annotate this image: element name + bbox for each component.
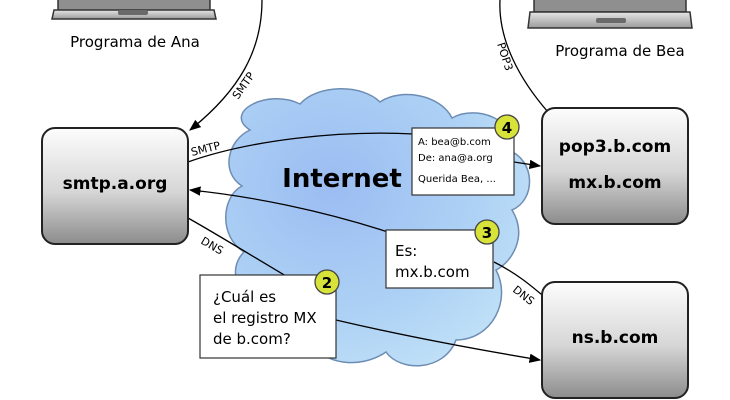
mx-server-name: mx.b.com [568,173,661,193]
step-4-badge: 4 [494,114,520,140]
dns-answer-line1: Es: [395,242,417,260]
email-body: Querida Bea, ... [418,174,496,185]
step-4-number: 4 [502,119,512,137]
bea-laptop-icon [527,0,693,29]
email-from: De: ana@a.org [418,153,493,164]
mail-to-mx-arrow [513,159,542,170]
ns-server-box: ns.b.com [541,281,689,399]
dns-query-note: ¿Cuál es el registro MX de b.com? [199,274,337,359]
dns-query-line2: el registro MX [213,309,317,327]
step-2-badge: 2 [314,269,340,295]
bea-client-label: Programa de Bea [555,42,684,60]
pop3-server-name: pop3.b.com [559,137,671,157]
smtp-client-arrow [189,0,263,131]
ana-client-label: Programa de Ana [70,33,200,51]
internet-label: Internet [282,164,402,194]
email-to: A: bea@b.com [418,137,491,148]
dns-answer-arrow [188,186,389,233]
dns-answer-line2: mx.b.com [395,263,470,281]
smtp-server-box: smtp.a.org [41,127,189,245]
dns-answer-note: Es: mx.b.com [385,229,494,289]
dns-query-arrow [335,319,542,363]
smtp-server-line [187,132,415,163]
pop3-mx-server-box: pop3.b.com mx.b.com [541,107,689,225]
pop3-line [499,0,549,113]
email-message-note: A: bea@b.com De: ana@a.org Querida Bea, … [411,127,515,196]
step-2-number: 2 [322,274,332,292]
step-3-badge: 3 [474,219,500,245]
dns-query-line3: de b.com? [213,330,291,348]
step-3-number: 3 [482,224,492,242]
ana-laptop-icon [51,0,217,20]
smtp-server-name: smtp.a.org [63,174,168,194]
ns-server-name: ns.b.com [572,328,659,348]
pop3-label: POP3 [494,41,515,73]
dns-query-line1: ¿Cuál es [213,288,276,306]
